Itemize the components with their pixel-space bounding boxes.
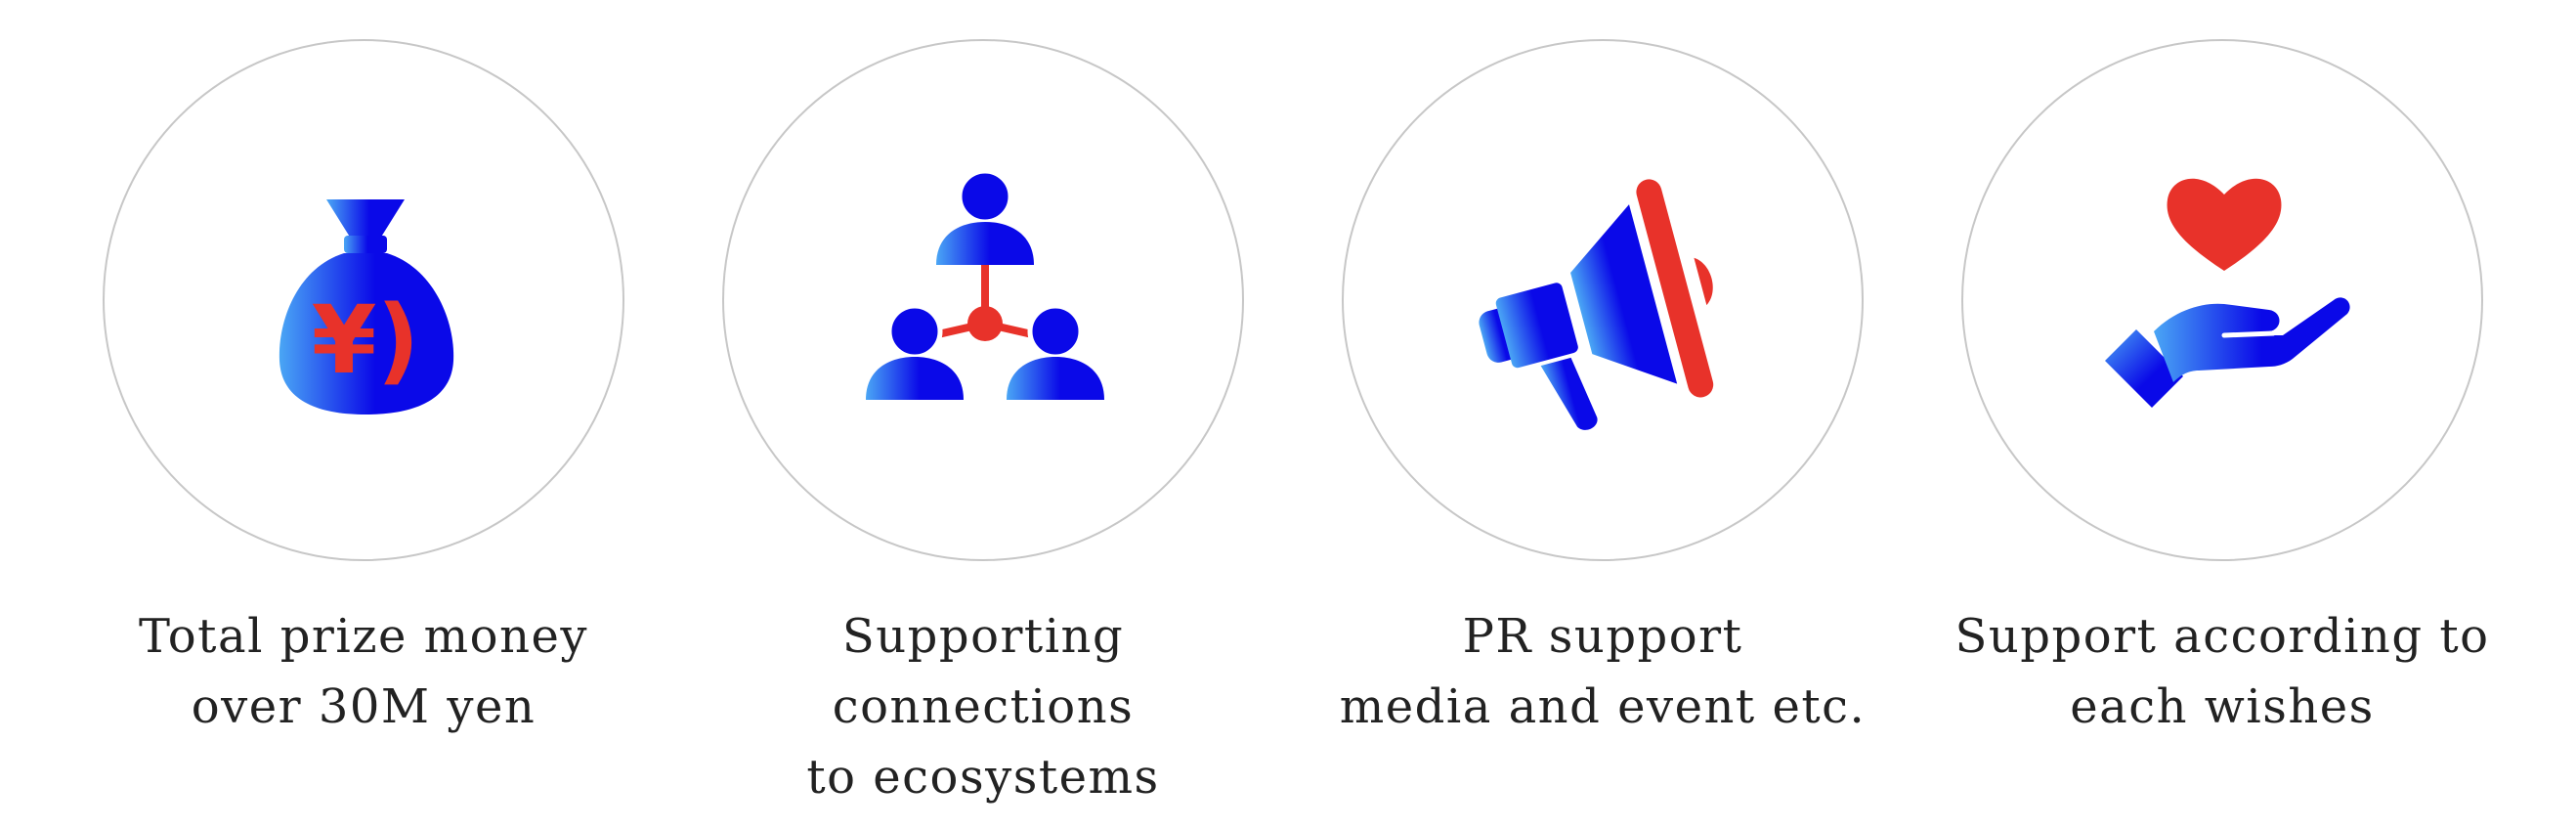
network-people-icon bbox=[866, 168, 1104, 400]
caption-line: connections bbox=[832, 679, 1135, 734]
caption-line: Total prize money bbox=[138, 609, 589, 664]
feature-circle bbox=[1342, 39, 1864, 561]
feature-caption: Support according to each wishes bbox=[1910, 601, 2535, 742]
caption-line: over 30M yen bbox=[191, 679, 537, 734]
hand-heart-icon bbox=[2105, 178, 2350, 408]
money-bag-yen-icon: ¥) bbox=[279, 199, 454, 414]
caption-line: Support according to bbox=[1954, 609, 2490, 664]
feature-circle bbox=[1961, 39, 2483, 561]
feature-circle: ¥) bbox=[103, 39, 624, 561]
feature-connections: Supporting connections to ecosystems bbox=[670, 0, 1296, 829]
feature-circle bbox=[722, 39, 1244, 561]
caption-line: to ecosystems bbox=[806, 750, 1160, 805]
feature-caption: Total prize money over 30M yen bbox=[51, 601, 676, 742]
caption-line: each wishes bbox=[2070, 679, 2375, 734]
caption-line: media and event etc. bbox=[1339, 679, 1867, 734]
yen-symbol: ¥) bbox=[312, 285, 420, 395]
megaphone-icon bbox=[1479, 179, 1714, 430]
feature-caption: PR support media and event etc. bbox=[1290, 601, 1915, 742]
feature-prize-money: ¥) Total prize money over 30M yen bbox=[51, 0, 676, 829]
feature-custom-support: Support according to each wishes bbox=[1910, 0, 2535, 829]
feature-pr-support: PR support media and event etc. bbox=[1290, 0, 1915, 829]
caption-line: Supporting bbox=[841, 609, 1125, 664]
caption-line: PR support bbox=[1462, 609, 1743, 664]
feature-caption: Supporting connections to ecosystems bbox=[670, 601, 1296, 812]
